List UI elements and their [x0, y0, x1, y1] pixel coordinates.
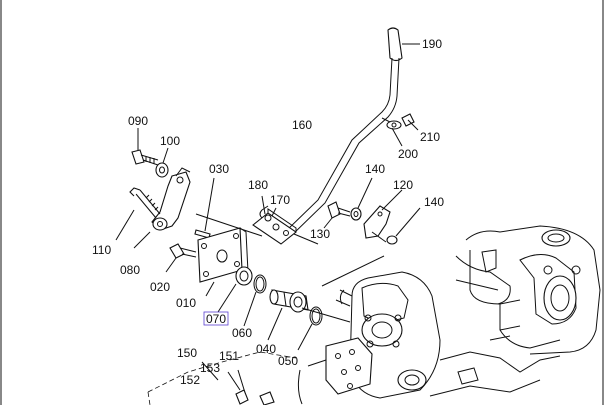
- label-200[interactable]: 200: [398, 147, 418, 161]
- control-lever: [252, 27, 420, 245]
- assembly-guides: [195, 213, 385, 323]
- label-150[interactable]: 150: [177, 346, 197, 360]
- label-110[interactable]: 110: [92, 243, 111, 257]
- arm-080: [133, 167, 191, 249]
- washer-100: [155, 147, 169, 178]
- transmission-housing: [297, 225, 601, 405]
- label-153[interactable]: 153: [200, 361, 220, 375]
- label-152[interactable]: 152: [180, 373, 200, 387]
- label-180[interactable]: 180: [248, 178, 268, 192]
- lever-pivot: [381, 113, 419, 147]
- pin-030: [194, 177, 215, 239]
- label-090[interactable]: 090: [128, 114, 148, 128]
- label-030[interactable]: 030: [209, 162, 229, 176]
- spring-110: [115, 187, 161, 241]
- label-140-top[interactable]: 140: [365, 162, 385, 176]
- label-010[interactable]: 010: [176, 296, 196, 310]
- label-140-bottom[interactable]: 140: [424, 195, 444, 209]
- label-130[interactable]: 130: [310, 227, 330, 241]
- oring-050: [297, 306, 323, 351]
- label-070-box: [203, 311, 229, 326]
- washer-140a: [350, 177, 373, 221]
- label-170[interactable]: 170: [270, 193, 290, 207]
- label-151[interactable]: 151: [219, 349, 239, 363]
- link-120: [363, 189, 403, 243]
- label-040[interactable]: 040: [256, 342, 276, 356]
- bracket-150: [147, 351, 297, 405]
- bolt-020: [165, 243, 197, 273]
- bolt-130: [323, 201, 351, 229]
- label-080[interactable]: 080: [120, 263, 140, 277]
- label-070[interactable]: 070: [206, 312, 226, 326]
- pin-180: [259, 195, 277, 222]
- label-060[interactable]: 060: [232, 326, 252, 340]
- shaft-040: [267, 289, 309, 341]
- label-020[interactable]: 020: [150, 280, 170, 294]
- bolt-090: [131, 128, 159, 166]
- label-100[interactable]: 100: [160, 134, 180, 148]
- seal-070: [217, 266, 253, 313]
- label-050[interactable]: 050: [278, 354, 298, 368]
- label-210[interactable]: 210: [420, 130, 440, 144]
- label-160[interactable]: 160: [292, 118, 312, 132]
- washer-140b: [386, 207, 421, 245]
- part-labels: 190 160 210 200 090 100 030 140 180 120 …: [92, 37, 444, 387]
- label-190[interactable]: 190: [422, 37, 442, 51]
- label-120[interactable]: 120: [393, 178, 413, 192]
- plate-010: [197, 227, 249, 297]
- oring-060: [243, 274, 267, 327]
